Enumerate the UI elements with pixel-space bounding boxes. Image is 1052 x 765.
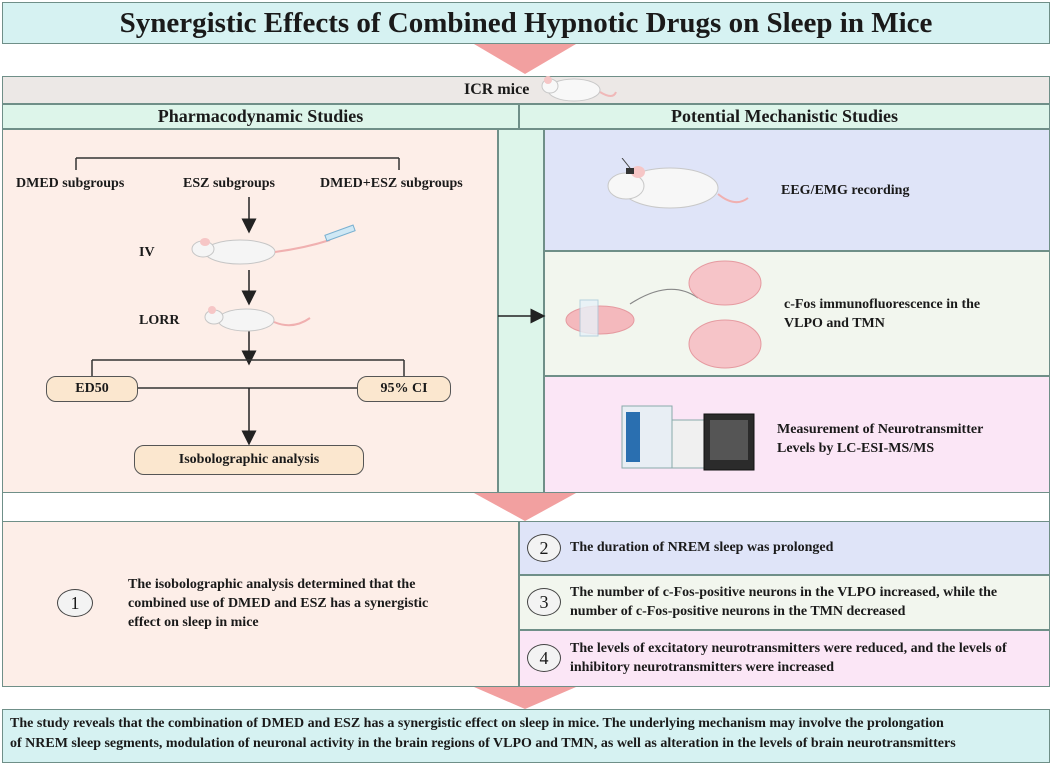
cfos-label-line1: c-Fos immunofluorescence in the xyxy=(784,297,981,312)
result-4-number: 4 xyxy=(527,644,561,672)
result-1-line3: effect on sleep in mice xyxy=(128,615,259,630)
lc-ms-instrument-icon xyxy=(621,405,755,471)
result-1-line2: combined use of DMED and ESZ has a syner… xyxy=(128,596,429,611)
section-header-pharmacodynamic: Pharmacodynamic Studies xyxy=(2,104,519,129)
result-3-line1: The number of c-Fos-positive neurons in … xyxy=(570,585,998,600)
down-arrow-icon-2 xyxy=(474,493,576,521)
ci-box: 95% CI xyxy=(357,376,451,402)
cfos-label-line2: VLPO and TMN xyxy=(784,316,885,331)
eeg-panel xyxy=(544,129,1050,251)
section-right-label: Potential Mechanistic Studies xyxy=(671,106,898,126)
lorr-label: LORR xyxy=(139,313,180,328)
title-bar: Synergistic Effects of Combined Hypnotic… xyxy=(2,2,1050,44)
eeg-mouse-icon xyxy=(607,158,749,209)
ed50-label: ED50 xyxy=(75,381,109,396)
isobolographic-box: Isobolographic analysis xyxy=(134,445,364,475)
page-title: Synergistic Effects of Combined Hypnotic… xyxy=(119,6,933,39)
section-header-mechanistic: Potential Mechanistic Studies xyxy=(519,104,1050,129)
result-3-panel xyxy=(519,575,1050,630)
pharmacodynamic-flow-lines xyxy=(75,157,546,446)
result-2-number: 2 xyxy=(527,534,561,562)
iv-label: IV xyxy=(139,245,155,260)
isobolographic-label: Isobolographic analysis xyxy=(178,452,320,467)
result-3-num: 3 xyxy=(539,591,549,612)
result-2-panel xyxy=(519,521,1050,575)
ci-label: 95% CI xyxy=(380,381,428,396)
conclusion-line1: The study reveals that the combination o… xyxy=(10,716,944,731)
result-4-line2: inhibitory neurotransmitters were increa… xyxy=(570,660,835,675)
result-4-num: 4 xyxy=(539,647,549,668)
down-arrow-icon xyxy=(474,44,576,74)
brain-slice-icon xyxy=(565,260,762,369)
result-2-num: 2 xyxy=(539,537,549,558)
result-1-line1: The isobolographic analysis determined t… xyxy=(128,577,416,592)
section-left-label: Pharmacodynamic Studies xyxy=(157,106,364,126)
conclusion-box xyxy=(2,709,1050,763)
conclusion-line2: of NREM sleep segments, modulation of ne… xyxy=(10,736,956,751)
neuro-label-line1: Measurement of Neurotransmitter xyxy=(777,422,984,437)
result-1-number: 1 xyxy=(57,589,93,617)
subject-bar xyxy=(2,76,1050,104)
eeg-label: EEG/EMG recording xyxy=(781,183,910,198)
subgroup-label-dmed: DMED subgroups xyxy=(16,176,125,191)
ed50-box: ED50 xyxy=(46,376,138,402)
mouse-icon xyxy=(541,76,617,102)
result-2-line1: The duration of NREM sleep was prolonged xyxy=(570,540,834,555)
subgroup-label-esz: ESZ subgroups xyxy=(183,176,275,191)
subgroup-label-dmed-esz: DMED+ESZ subgroups xyxy=(320,176,463,191)
injected-mouse-icon xyxy=(191,224,356,265)
result-4-panel xyxy=(519,630,1050,687)
lorr-mouse-icon xyxy=(204,306,311,332)
result-4-line1: The levels of excitatory neurotransmitte… xyxy=(570,641,1007,656)
result-1-num: 1 xyxy=(70,592,80,613)
subject-label: ICR mice xyxy=(464,81,530,98)
spacer-bar xyxy=(2,493,1050,521)
result-3-line2: number of c-Fos-positive neurons in the … xyxy=(570,604,906,619)
down-arrow-icon-3 xyxy=(474,687,576,709)
neuro-label-line2: Levels by LC-ESI-MS/MS xyxy=(777,441,935,456)
result-3-number: 3 xyxy=(527,588,561,616)
